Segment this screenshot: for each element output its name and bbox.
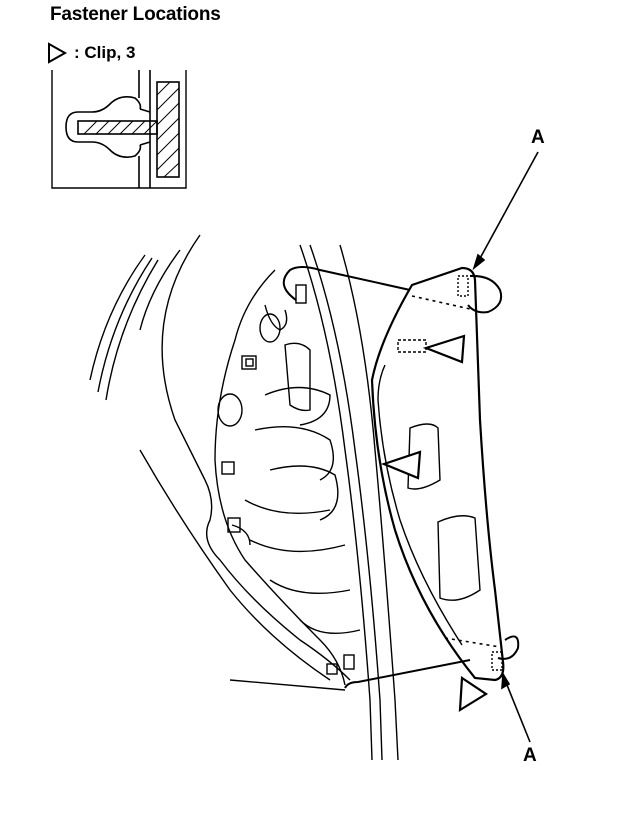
legend: : Clip, 3 — [46, 41, 135, 65]
vehicle-body-outline — [89, 234, 399, 761]
clip-triangle-icon — [48, 42, 68, 64]
figure-title: Fastener Locations — [50, 4, 221, 25]
clip-triangle-icon — [380, 450, 422, 480]
clip-triangle-icon — [458, 676, 489, 713]
legend-label: : Clip, 3 — [74, 43, 136, 62]
callout-arrows — [472, 151, 539, 743]
removal-direction-lines — [282, 266, 520, 689]
trim-panel-details — [377, 275, 503, 671]
clip-detail-inset — [51, 70, 187, 189]
trim-panel — [370, 266, 505, 682]
callout-label-a-bottom: A — [523, 745, 537, 766]
callout-label-a-top: A — [531, 127, 545, 148]
clip-triangle-icon — [422, 334, 466, 364]
clip-markers — [380, 334, 489, 713]
